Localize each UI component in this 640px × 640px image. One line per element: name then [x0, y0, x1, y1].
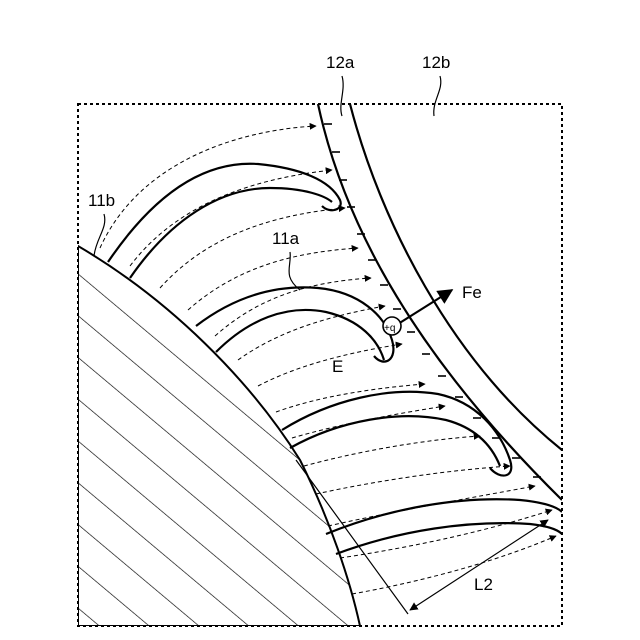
label-11a: 11a	[272, 229, 300, 248]
leader-12a	[341, 76, 343, 116]
leader-12b	[434, 76, 441, 116]
layer-12a-boundary	[318, 104, 562, 500]
label-L2: L2	[474, 575, 493, 594]
layer-12b-boundary	[350, 104, 562, 450]
label-12a: 12a	[326, 53, 355, 72]
dimension-line-L2	[410, 520, 548, 610]
label-q: +q	[384, 323, 395, 334]
leader-11b	[94, 214, 105, 256]
leader-11a	[289, 252, 300, 290]
label-Fe: Fe	[462, 283, 482, 302]
label-E: E	[332, 357, 343, 376]
label-12b: 12b	[422, 53, 450, 72]
body-11b	[78, 246, 360, 626]
label-11b: 11b	[88, 191, 115, 210]
